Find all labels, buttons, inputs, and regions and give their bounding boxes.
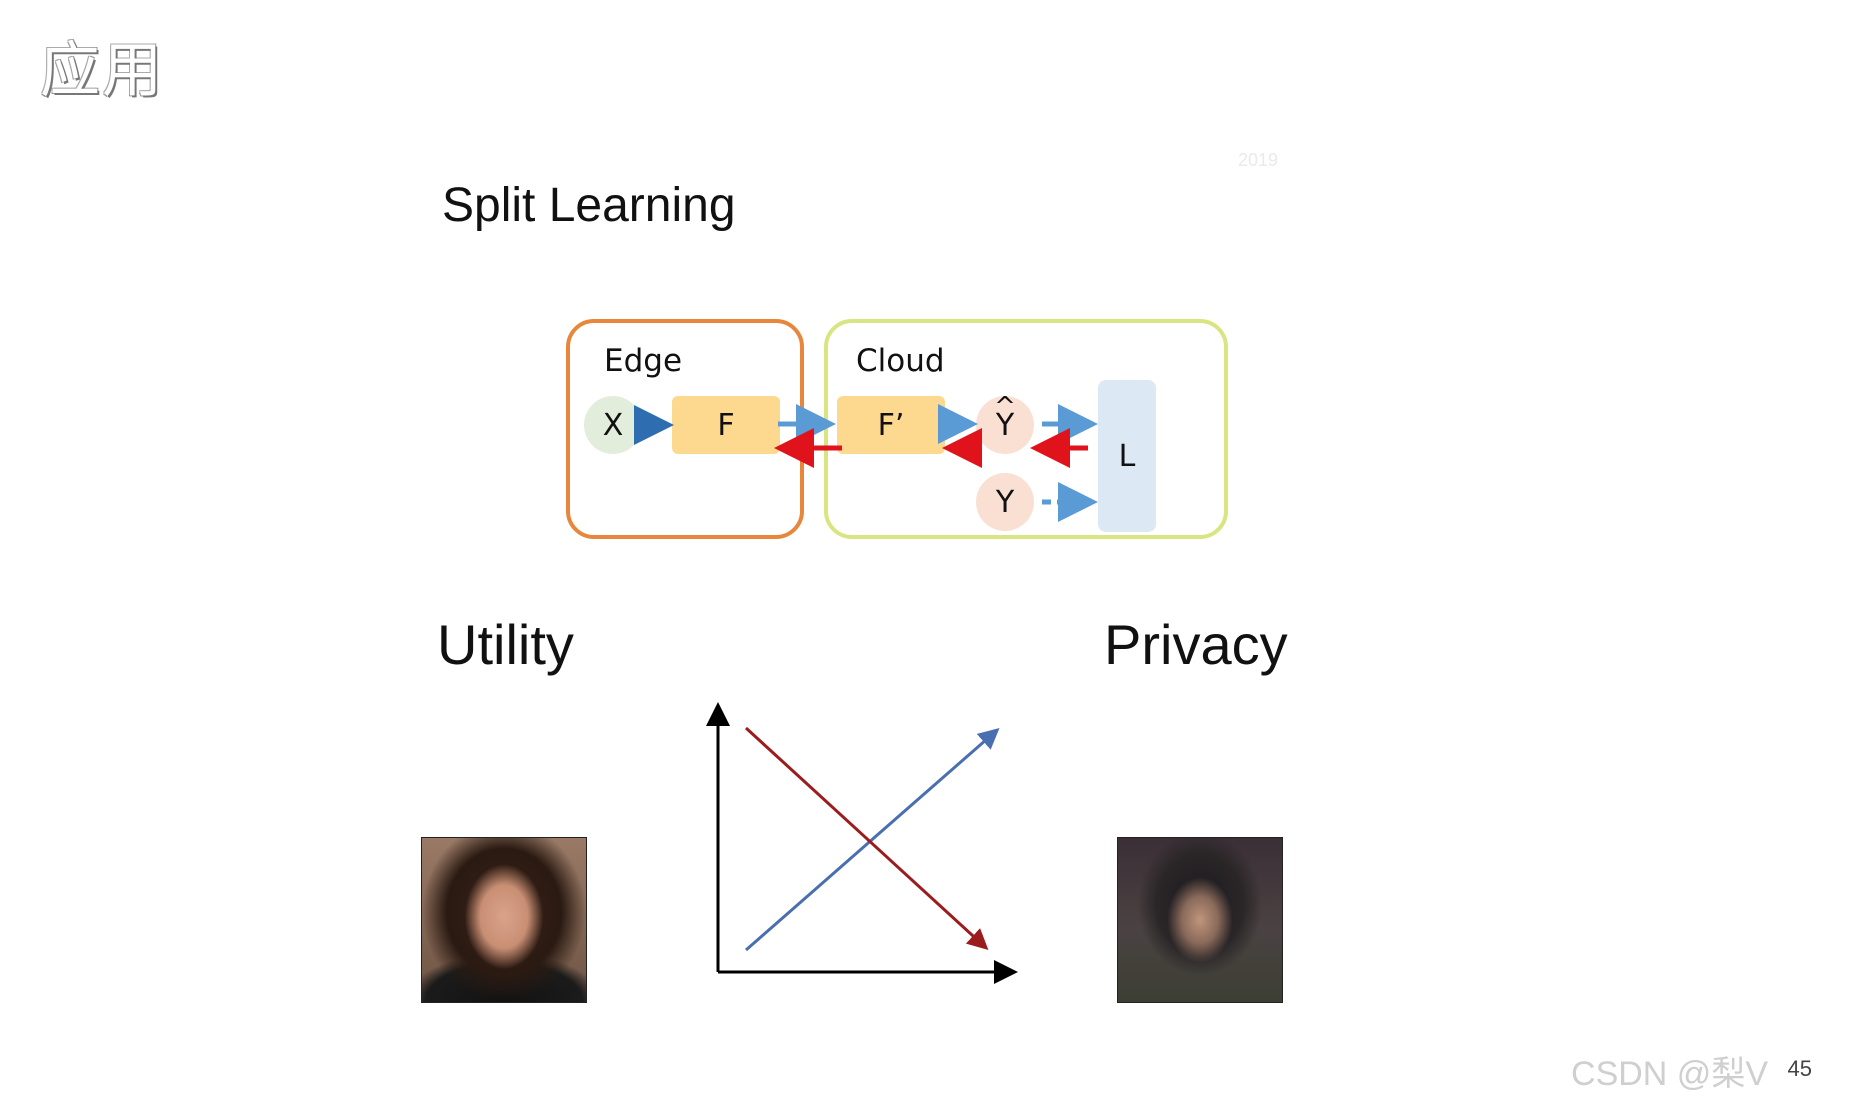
loss-node-label: L bbox=[1118, 438, 1136, 474]
watermark: CSDN @梨V bbox=[1571, 1055, 1768, 1093]
loss-node-l: L bbox=[1098, 380, 1156, 532]
utility-label: Utility bbox=[437, 613, 574, 676]
slide-title: Split Learning bbox=[442, 179, 736, 232]
input-node-x: X bbox=[584, 396, 642, 454]
reconstructed-face-image bbox=[1117, 837, 1283, 1003]
cloud-label: Cloud bbox=[856, 343, 945, 379]
page-number: 45 bbox=[1787, 1056, 1812, 1081]
faint-mark: 2019 bbox=[1238, 150, 1279, 170]
edge-model-f: F bbox=[672, 396, 780, 454]
edge-label: Edge bbox=[604, 343, 683, 379]
prediction-node-y-hat: ^ Y bbox=[976, 392, 1034, 454]
edge-model-label: F bbox=[717, 407, 735, 443]
falling-line bbox=[744, 726, 989, 951]
privacy-label: Privacy bbox=[1104, 613, 1288, 676]
face-photo bbox=[421, 837, 587, 1003]
label-node-y: Y bbox=[976, 473, 1034, 531]
prediction-node-label: Y bbox=[995, 407, 1015, 443]
label-node-text: Y bbox=[995, 484, 1015, 520]
cloud-model-label: F’ bbox=[877, 407, 905, 443]
section-heading: 应用 bbox=[40, 36, 164, 106]
input-node-label: X bbox=[602, 407, 624, 443]
hat-accent: ^ bbox=[994, 392, 1016, 422]
cloud-model-f-prime: F’ bbox=[837, 396, 945, 454]
